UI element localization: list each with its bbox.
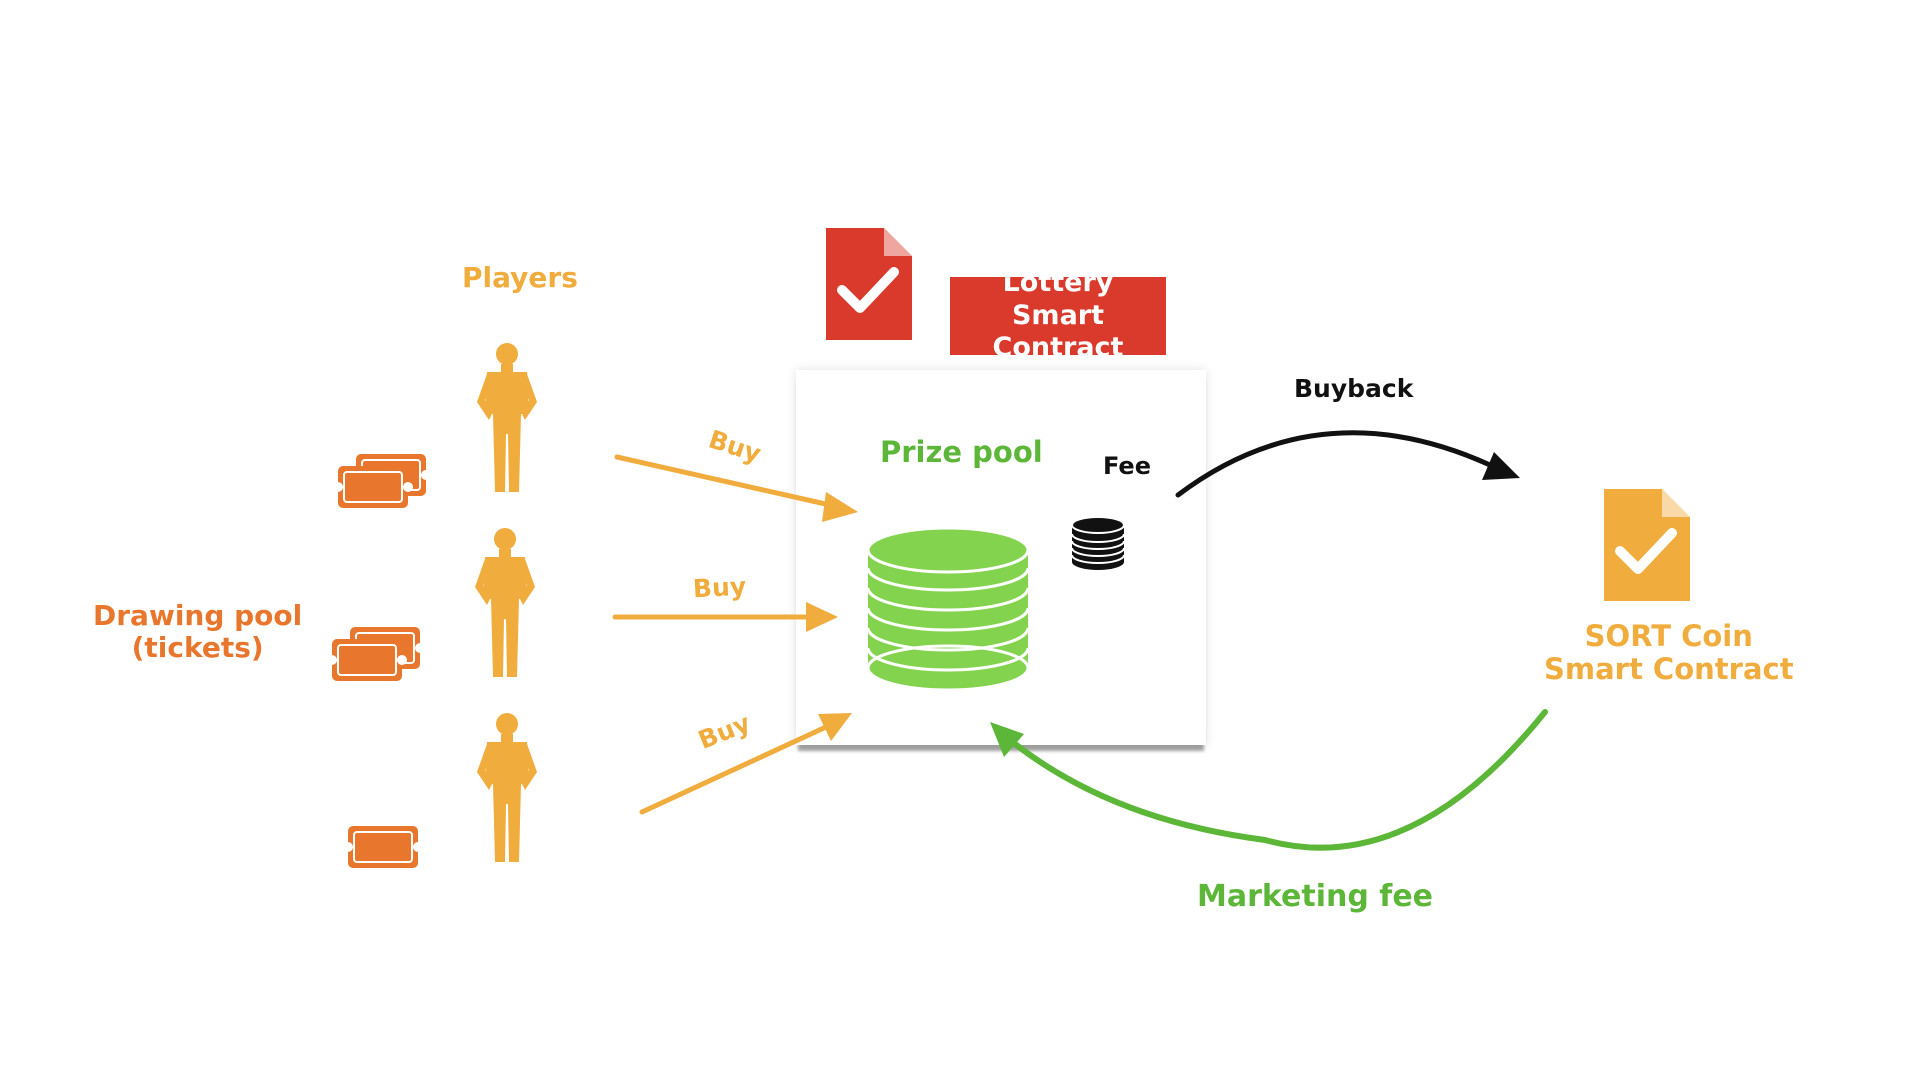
- lottery-title-line2: Smart Contract: [992, 299, 1124, 364]
- fee-label: Fee: [1103, 452, 1151, 480]
- coin-stack-icon: [866, 526, 1030, 692]
- buy-arrow: [614, 454, 858, 522]
- ticket-icon: [332, 453, 432, 509]
- sort-contract-label: SORT Coin Smart Contract: [1544, 619, 1794, 687]
- sort-label-line2: Smart Contract: [1544, 652, 1794, 687]
- ticket-icon: [342, 825, 424, 869]
- lottery-contract-title: Lottery Smart Contract: [950, 267, 1166, 363]
- player-figure-icon: [477, 343, 537, 492]
- drawing-pool-label: Drawing pool (tickets): [93, 599, 303, 665]
- drawing-pool-line2: (tickets): [131, 631, 264, 665]
- drawing-pool-line1: Drawing pool: [93, 599, 303, 632]
- marketing-fee-label: Marketing fee: [1197, 879, 1434, 914]
- buy-arrow: [612, 602, 838, 632]
- document-check-icon: [1604, 489, 1690, 601]
- prize-pool-label: Prize pool: [880, 435, 1043, 469]
- players-label: Players: [462, 261, 578, 294]
- coin-stack-icon: [1071, 516, 1125, 570]
- ticket-icon: [326, 626, 426, 682]
- buyback-arrow: [1175, 430, 1520, 498]
- player-figure-icon: [477, 713, 537, 862]
- marketing-fee-arrow: [990, 709, 1548, 851]
- sort-label-line1: SORT Coin: [1584, 619, 1753, 653]
- buyback-label: Buyback: [1294, 374, 1414, 403]
- buy-arrow: [639, 713, 852, 815]
- document-check-icon: [826, 228, 912, 340]
- player-figure-icon: [475, 528, 535, 677]
- lottery-title-line1: Lottery: [1002, 267, 1114, 299]
